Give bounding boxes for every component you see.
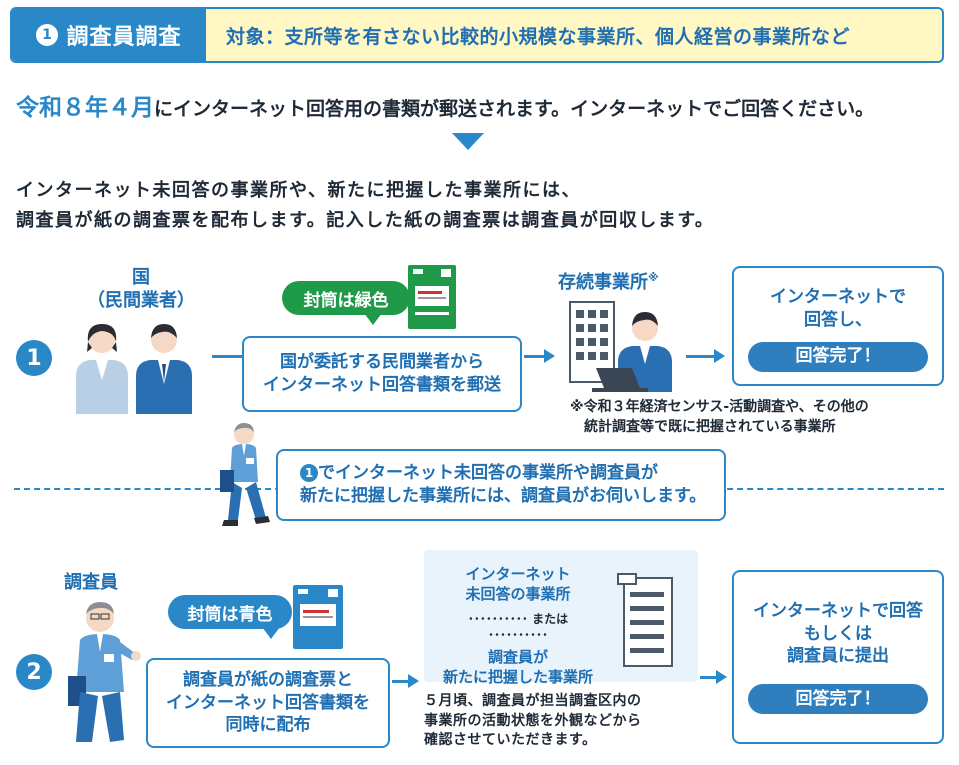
row2-target-or-text: または (532, 611, 569, 626)
row2-arrow-2-line (700, 676, 718, 679)
row1-action-box: 国が委託する民間業者から インターネット回答書類を郵送 (242, 336, 522, 412)
row1-envelope-pointer (364, 313, 382, 325)
row1-action-line1: 国が委託する民間業者から (280, 352, 484, 373)
row1-number-badge: 1 (16, 340, 52, 376)
green-envelope-icon (408, 265, 456, 329)
row1-target-text: 存続事業所 (558, 272, 648, 293)
row2-note-line1: ５月頃、調査員が担当調査区内の (424, 693, 642, 709)
row1-target-label: 存続事業所※ (558, 268, 659, 294)
row2-target-line1: インターネット (465, 565, 571, 583)
row1-target-mark: ※ (648, 271, 659, 284)
header-title: 調査員調査 (66, 25, 182, 50)
row1-result-box: インターネットで 回答し、 回答完了！ (732, 266, 944, 386)
intro-line: 令和８年４月にインターネット回答用の書類が郵送されます。インターネットでご回答く… (16, 88, 874, 122)
middle-line1-text: でインターネット未回答の事業所や調査員が (318, 463, 658, 484)
row1-arrow-2-line (524, 355, 546, 358)
row1-arrow-3-line (686, 355, 716, 358)
row2-note: ５月頃、調査員が担当調査区内の 事業所の活動状態を外観などから 確認させていただ… (424, 692, 642, 751)
row1-note-line1: ※令和３年経済センサス‐活動調査や、その他の (570, 399, 869, 415)
row2-note-line3: 確認させていただきます。 (424, 732, 597, 749)
paragraph-line-2: 調査員が紙の調査票を配布します。記入した紙の調査票は調査員が回収します。 (16, 210, 715, 231)
row2-result-line3: 調査員に提出 (787, 646, 889, 667)
row2-action-line3: 同時に配布 (225, 715, 311, 736)
row2-target-line2: 未回答の事業所 (465, 585, 571, 604)
row2-result-line2: もしくは (804, 623, 872, 644)
row1-arrow-3-head (714, 349, 725, 363)
row2-action-line1: 調査員が紙の調査票と (183, 669, 353, 690)
building-icon (617, 573, 673, 667)
row2-result-line1: インターネットで回答 (753, 600, 923, 621)
row1-arrow-2-head (544, 349, 555, 363)
surveyor-icon (68, 602, 141, 742)
intro-text: にインターネット回答用の書類が郵送されます。インターネットでご回答ください。 (154, 98, 875, 120)
row1-envelope-label: 封筒は緑色 (282, 281, 410, 315)
row2-target-line3: 調査員が (487, 647, 548, 666)
row2-action-line2: インターネット回答書類を (166, 692, 370, 713)
header-target-text: 対象：支所等を有さない比較的小規模な事業所、個人経営の事業所など (226, 26, 851, 48)
row2-target-box: インターネット 未回答の事業所 ･･････････ または ･････････… (424, 550, 698, 686)
row2-envelope-label: 封筒は青色 (168, 595, 292, 629)
row1-result-line2: 回答し、 (804, 309, 872, 330)
row2-target-line4: 新たに把握した事業所 (442, 668, 593, 687)
row1-note-line2: 統計調査等で既に把握されている事業所 (584, 418, 836, 435)
row1-arrow-1-line (212, 355, 242, 358)
row2-arrow-1-line (392, 680, 410, 683)
row2-arrow-2-head (716, 670, 727, 684)
down-arrow-icon (452, 133, 484, 150)
staff-people-icon (76, 324, 192, 414)
row2-sender-label: 調査員 (64, 572, 118, 593)
row2-arrow-1-head (408, 674, 419, 688)
intro-date: 令和８年４月 (16, 95, 154, 121)
row1-sender-line1: 国 (132, 267, 150, 288)
row2-action-box: 調査員が紙の調査票と インターネット回答書類を 同時に配布 (146, 658, 390, 748)
walking-surveyor-icon (220, 423, 270, 526)
row2-target-or: ･･････････ または ･･････････ (467, 611, 569, 642)
row1-action-line2: インターネット回答書類を郵送 (263, 375, 501, 395)
middle-line2: 新たに把握した事業所には、調査員がお伺いします。 (300, 486, 707, 506)
row2-envelope-pointer (262, 627, 280, 639)
blue-envelope-icon (293, 585, 343, 649)
row1-result-line1: インターネットで (770, 287, 906, 307)
row2-note-line2: 事業所の活動状態を外観などから (424, 712, 642, 729)
paragraph-line-1: インターネット未回答の事業所や、新たに把握した事業所には、 (16, 180, 581, 201)
row1-sender-label: 国 （民間業者） (76, 266, 206, 313)
middle-number-badge: 1 (300, 464, 318, 483)
header-number-badge: 1 (36, 24, 59, 46)
row1-done-badge: 回答完了！ (748, 341, 928, 372)
header-banner: 1 調査員調査 対象：支所等を有さない比較的小規模な事業所、個人経営の事業所など (10, 7, 944, 63)
row2-result-box: インターネットで回答 もしくは 調査員に提出 回答完了！ (732, 570, 944, 744)
row2-target-text: インターネット 未回答の事業所 ･･････････ または ･････････… (438, 564, 598, 687)
row2-done-badge: 回答完了！ (748, 684, 928, 715)
row1-sender-line2: （民間業者） (87, 290, 195, 312)
office-worker-icon (569, 301, 672, 392)
row1-note: ※令和３年経済センサス‐活動調査や、その他の 統計調査等で既に把握されている事業… (570, 398, 869, 437)
row2-number-badge: 2 (16, 654, 52, 690)
header-title-block: 1 調査員調査 (12, 9, 206, 61)
